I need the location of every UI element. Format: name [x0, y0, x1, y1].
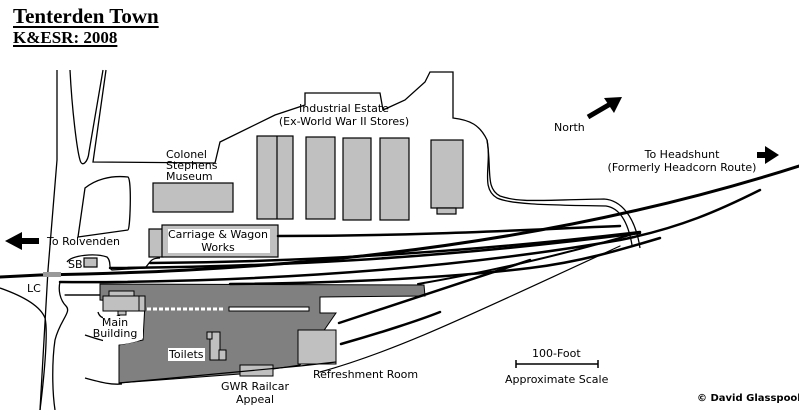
platform-fence-solid [228, 306, 310, 312]
scale-caption-label: Approximate Scale [505, 373, 609, 386]
refreshment-room-building [297, 329, 337, 365]
level-crossing [43, 272, 61, 277]
warehouse-5-annex [436, 207, 457, 215]
track-bay-2 [339, 310, 442, 346]
boundary-line [319, 245, 621, 373]
toilets-annex [206, 331, 213, 340]
map-subtitle: K&ESR: 2008 [13, 28, 118, 47]
warehouse-2 [305, 136, 336, 220]
track-bay-1 [337, 258, 532, 325]
road-branch-inner [486, 139, 641, 249]
track-siding-3 [108, 231, 642, 270]
warehouse-4 [379, 137, 410, 221]
arrow-right-icon [757, 146, 779, 164]
level-crossing-label: LC [27, 282, 41, 295]
to-rolvenden-label: To Rolvenden [47, 235, 120, 248]
museum-label: Colonel Stephens Museum [166, 148, 218, 183]
industrial-estate-label: Industrial Estate (Ex-World War II Store… [278, 102, 410, 128]
road-branch-edge [92, 69, 633, 246]
industrial-buildings [83, 135, 464, 268]
toilets-building [209, 331, 221, 361]
copyright-label: © David Glasspool [697, 393, 799, 404]
road-main-left-edge [39, 70, 58, 410]
carriage-works-annex [148, 228, 164, 258]
tracks [0, 164, 799, 384]
arrow-left-icon [5, 232, 39, 250]
main-building [102, 295, 141, 312]
track-loop-1 [58, 188, 762, 284]
refreshment-room-label: Refreshment Room [313, 368, 419, 381]
warehouse-3 [342, 137, 372, 221]
map-title: Tenterden Town [13, 4, 159, 28]
road-station-approach [66, 254, 161, 271]
main-building-top [108, 290, 135, 297]
station-forecourt [103, 316, 143, 346]
track-siding-2 [148, 230, 642, 265]
carriage-works-label: Carriage & Wagon Works [168, 228, 268, 254]
museum-building [152, 182, 234, 213]
warehouse-5 [430, 139, 464, 209]
track-platform-front [417, 231, 641, 285]
road-lower-curve [84, 377, 123, 385]
north-label: North [554, 121, 585, 134]
road-main-right-edge [69, 69, 104, 165]
north-arrow-icon [586, 97, 622, 120]
signal-box [83, 257, 98, 268]
toilets-annex-2 [218, 349, 227, 361]
main-building-label: Main Building [92, 316, 138, 340]
signal-box-label: SB [68, 258, 83, 271]
to-headshunt-label: To Headshunt (Formerly Headcorn Route) [607, 148, 757, 174]
main-building-porch [117, 310, 127, 316]
scale-distance-label: 100-Foot [532, 347, 581, 360]
main-building-wing [138, 295, 146, 312]
road-island [77, 175, 131, 238]
road-lower-right [52, 281, 69, 410]
boundary-lower [118, 361, 337, 384]
track-siding-works [276, 224, 622, 238]
scale-bar [515, 360, 599, 368]
roads [0, 69, 641, 410]
toilets-label: Toilets [168, 348, 205, 361]
warehouse-1 [256, 135, 294, 220]
gwr-railcar-label: GWR Railcar Appeal [220, 380, 290, 406]
road-lower-left [0, 287, 47, 410]
